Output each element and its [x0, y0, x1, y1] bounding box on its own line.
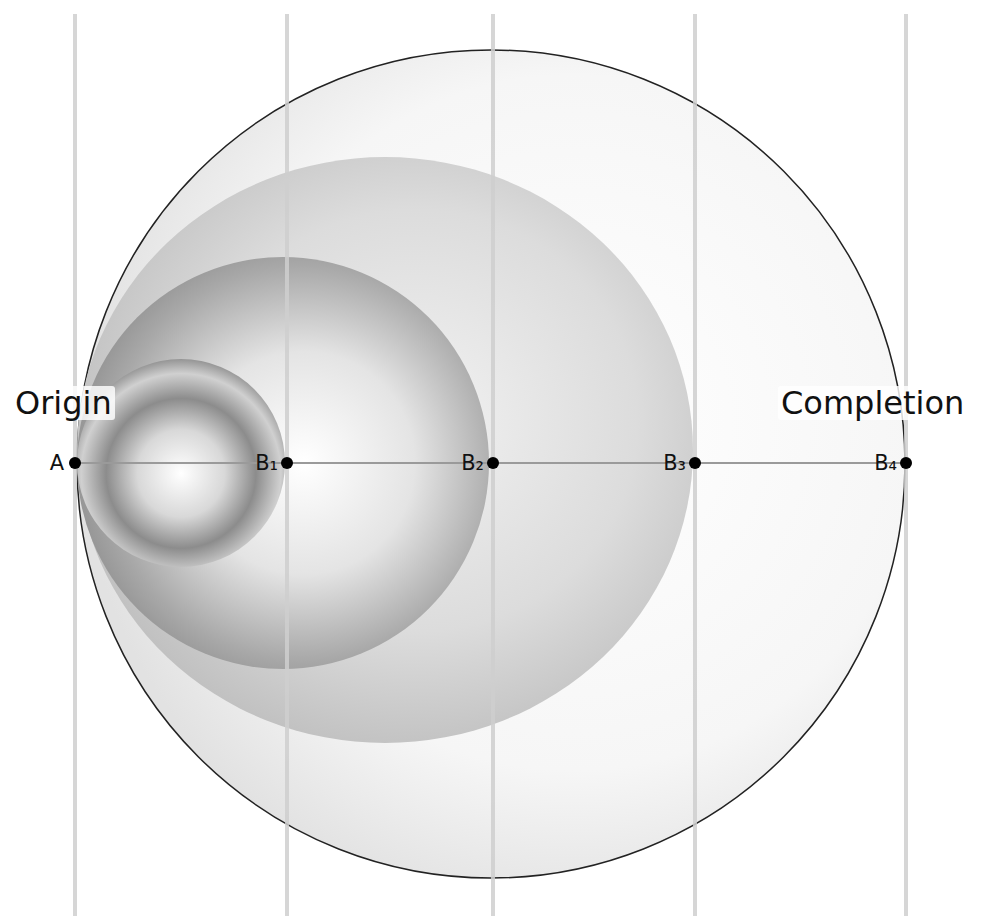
side-label: Completion: [778, 386, 967, 420]
point-label: B₃: [663, 453, 686, 474]
point-label: B₂: [461, 453, 484, 474]
points: [69, 457, 912, 469]
point-label: B₄: [874, 453, 897, 474]
point-label: A: [50, 453, 64, 474]
grid-lines: [75, 14, 906, 916]
side-label: Origin: [12, 386, 115, 420]
third-sphere: [77, 157, 693, 743]
point-label: B₁: [255, 453, 278, 474]
